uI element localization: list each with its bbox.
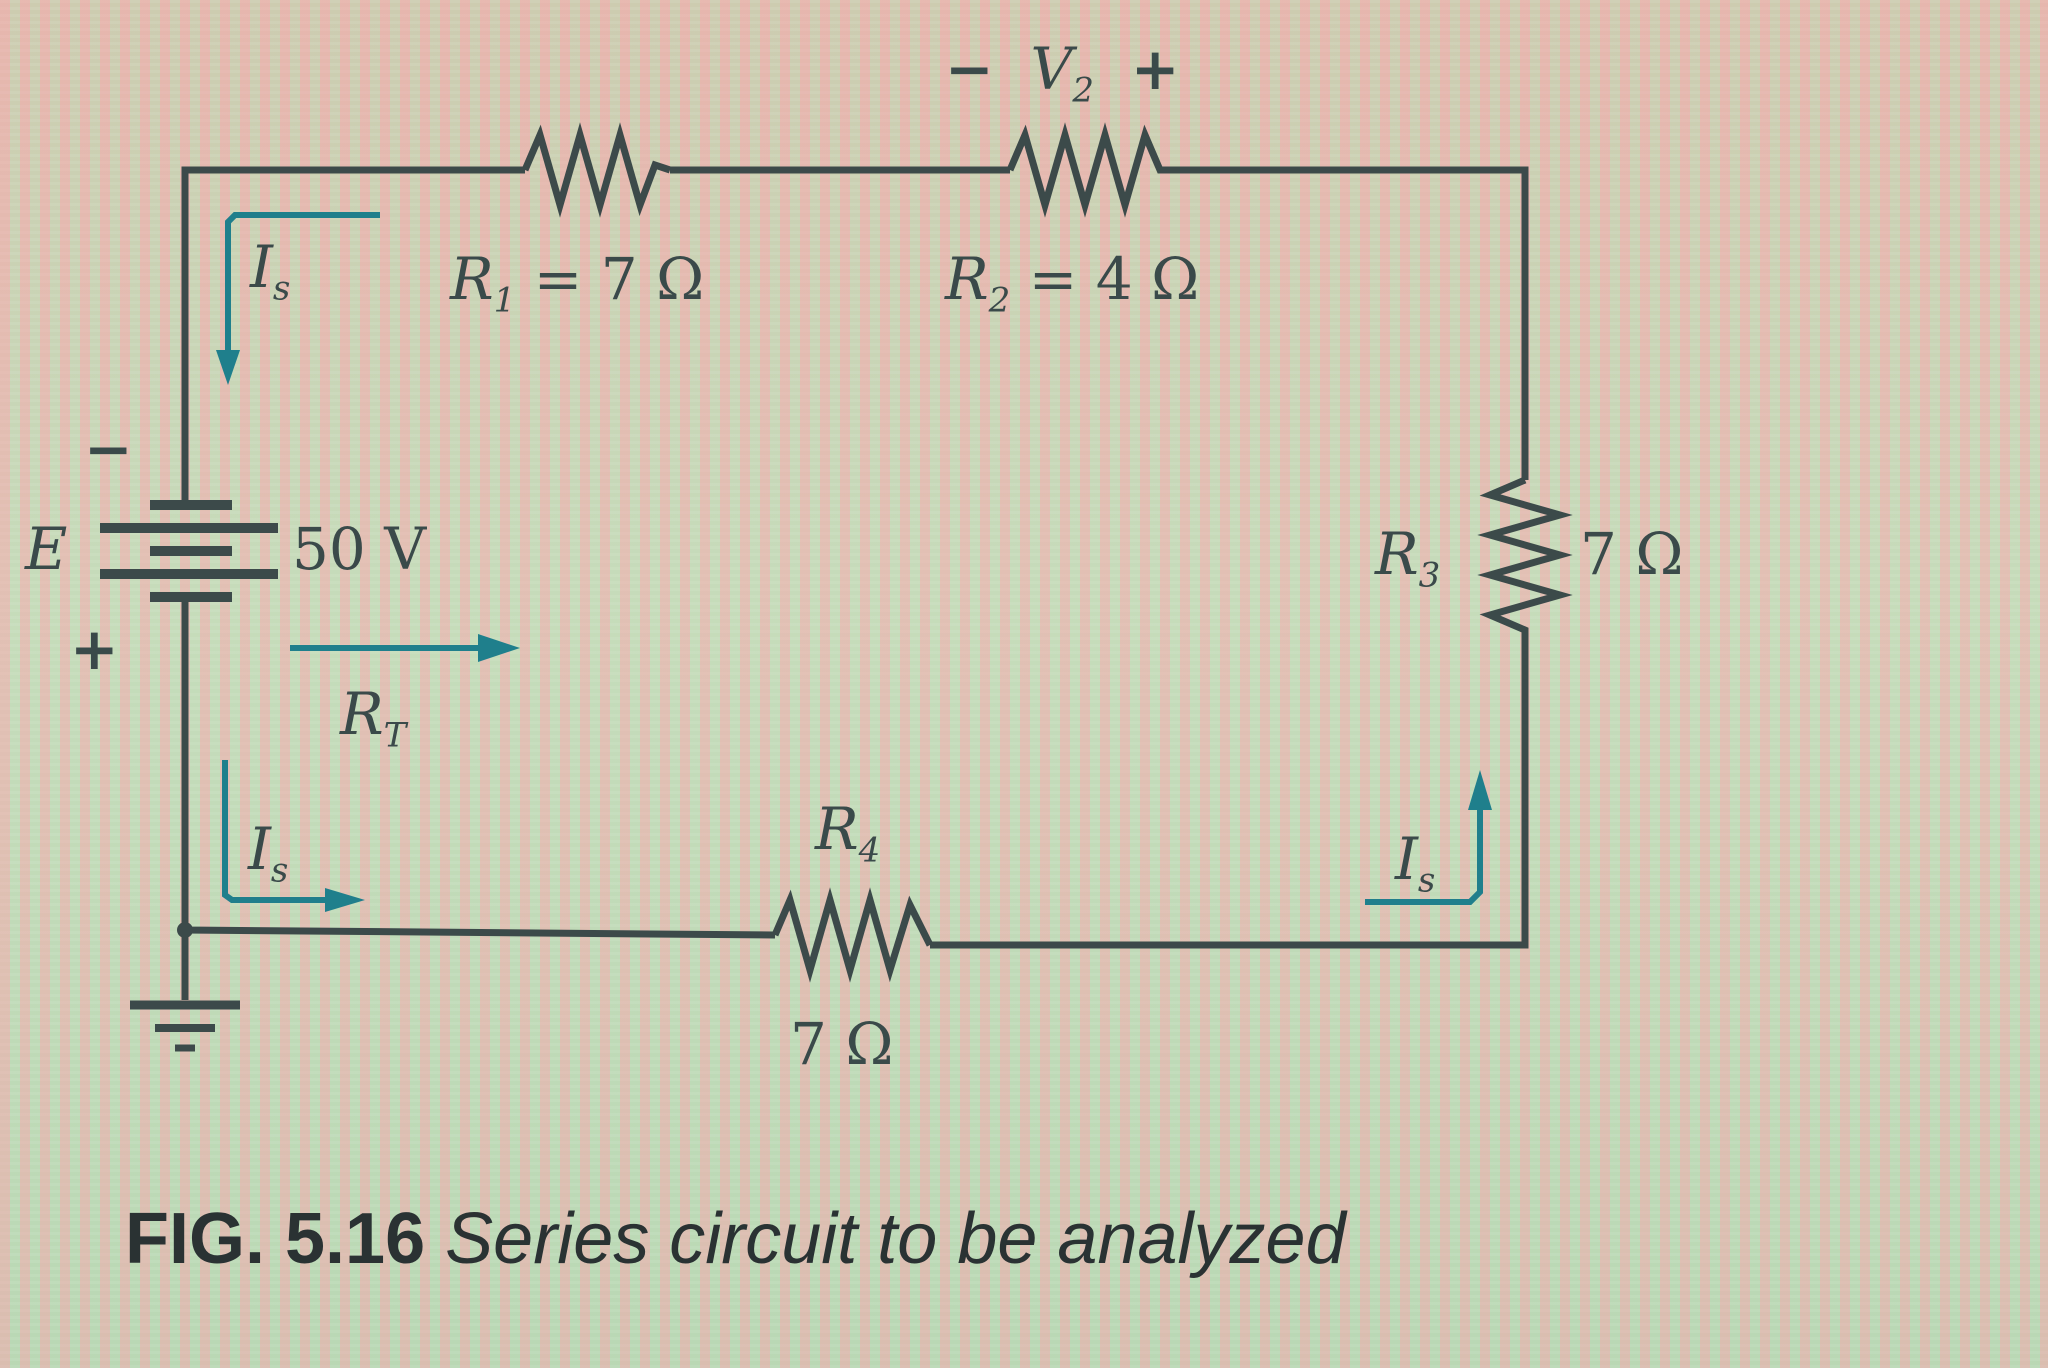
wire-top-right bbox=[1170, 166, 1529, 480]
figure-description: Series circuit to be analyzed bbox=[445, 1199, 1346, 1279]
v2-label: − V2 + bbox=[945, 35, 1180, 111]
junction-node bbox=[177, 922, 193, 938]
figure-number: FIG. 5.16 bbox=[125, 1199, 426, 1279]
wire-top-left bbox=[181, 166, 525, 470]
r3-value: 7 Ω bbox=[1580, 520, 1684, 588]
wire-right-lower bbox=[930, 640, 1529, 949]
current-label-bottom-left: Is bbox=[248, 815, 289, 891]
rt-label: RT bbox=[340, 680, 407, 756]
ground-symbol bbox=[130, 922, 240, 1052]
source-minus-sign: − bbox=[84, 415, 133, 483]
r1-zigzag bbox=[521, 122, 672, 218]
current-arrow-bottom-left bbox=[222, 760, 330, 903]
figure-caption: FIG. 5.16 Series circuit to be analyzed bbox=[125, 1198, 1346, 1280]
r4-label: R4 bbox=[815, 795, 881, 871]
source-voltage: 50 V bbox=[292, 515, 427, 583]
source-label: E bbox=[25, 515, 68, 583]
wires bbox=[181, 166, 1529, 1000]
current-arrow-bottom-right bbox=[1365, 800, 1483, 905]
r3-zigzag bbox=[1477, 476, 1573, 640]
r4-zigzag bbox=[771, 887, 934, 983]
r4-value: 7 Ω bbox=[790, 1010, 894, 1078]
source-plus-sign: + bbox=[70, 615, 119, 683]
r2-zigzag bbox=[1006, 122, 1170, 218]
current-label-top-left: Is bbox=[250, 233, 291, 309]
resistors bbox=[521, 122, 1573, 983]
r2-label: R2 = 4 Ω bbox=[945, 245, 1200, 321]
r3-label: R3 bbox=[1375, 520, 1441, 596]
current-arrow-top-left bbox=[225, 212, 380, 360]
arrows bbox=[216, 212, 1492, 912]
current-label-bottom-right: Is bbox=[1395, 825, 1436, 901]
battery-symbol bbox=[100, 470, 278, 602]
r1-label: R1 = 7 Ω bbox=[450, 245, 705, 321]
